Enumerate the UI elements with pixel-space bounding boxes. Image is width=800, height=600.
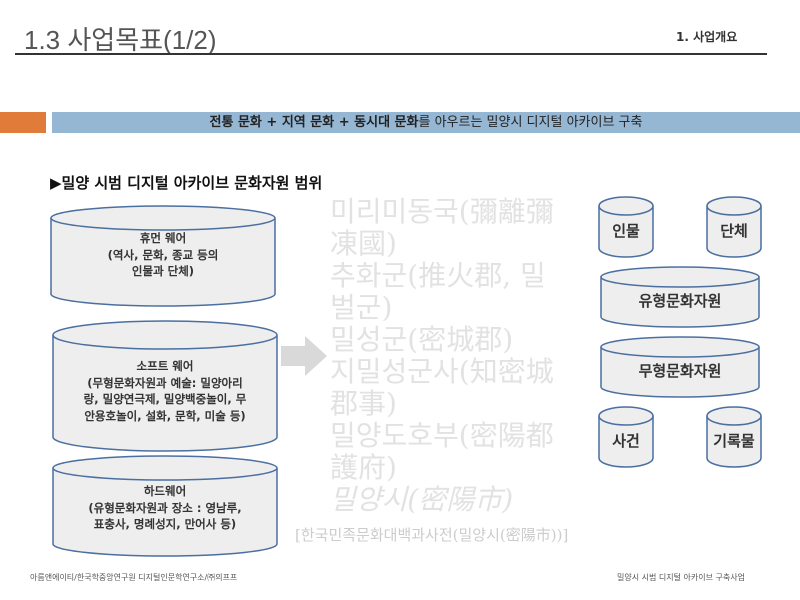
cylinder-text: 기록물 <box>713 432 755 450</box>
cylinder-text: 인물과 단체) <box>131 264 195 279</box>
category-event: 사건 <box>598 406 654 468</box>
category-person: 인물 <box>598 196 654 258</box>
arrow-right-icon <box>281 336 327 376</box>
cylinder-text: (유형문화자원과 장소 : 영남루, <box>88 500 242 515</box>
watermark-line: 밀양도호부(密陽都護府) <box>330 419 554 484</box>
cylinder-text: 소프트 웨어 <box>136 359 194 373</box>
cylinder-text: 안용호놀이, 설화, 문학, 미술 등) <box>84 409 246 424</box>
cylinder-text: 하드웨어 <box>143 484 187 498</box>
cylinder-text: (역사, 문화, 종교 등의 <box>107 247 219 262</box>
accent-block <box>0 112 46 133</box>
cylinder-text: 유형문화자원 <box>638 292 722 310</box>
cylinder-text: (무형문화자원과 예술: 밀양아리 <box>87 375 243 390</box>
footer-left: 아름앤에이티/한국학중앙연구원 디지털인문학연구소/㈜의프프 <box>30 573 238 582</box>
cylinder-hardware: 하드웨어 (유형문화자원과 장소 : 영남루, 표충사, 명례성지, 만어사 등) <box>52 455 278 557</box>
watermark-line: 추화군(推火郡, 밀벌군) <box>330 259 546 324</box>
cylinder-text: 단체 <box>720 222 748 240</box>
watermark-line: 미리미동국(彌離彌凍國) <box>330 195 554 260</box>
cylinder-text: 사건 <box>612 432 640 450</box>
footer-right: 밀양시 시범 디지털 아카이브 구축사업 <box>617 573 745 582</box>
watermark: 미리미동국(彌離彌凍國) 추화군(推火郡, 밀벌군) 밀성군(密城郡) 지밀성군… <box>330 196 566 516</box>
category-record: 기록물 <box>706 406 762 468</box>
watermark-line: 밀성군(密城郡) <box>330 323 514 356</box>
banner-rest: 를 아우르는 밀양시 디지털 아카이브 구축 <box>418 115 643 130</box>
title-divider <box>15 53 767 55</box>
cylinder-text: 표충사, 명례성지, 만어사 등) <box>93 517 237 532</box>
cylinder-text: 랑, 밀양연극제, 밀양백중놀이, 무 <box>83 392 247 407</box>
section-label: 1. 사업개요 <box>676 30 738 44</box>
watermark-line: 밀양시(密陽市) <box>330 483 514 516</box>
banner: 전통 문화 + 지역 문화 + 동시대 문화를 아우르는 밀양시 디지털 아카이… <box>52 112 800 133</box>
section-heading: ▶밀양 시범 디지털 아카이브 문화자원 범위 <box>50 174 323 192</box>
category-organization: 단체 <box>706 196 762 258</box>
citation: [한국민족문화대백과사전(밀양시(密陽市))] <box>295 526 569 544</box>
cylinder-text: 휴먼 웨어 <box>139 231 187 245</box>
banner-bold: 전통 문화 + 지역 문화 + 동시대 문화 <box>209 115 419 130</box>
cylinder-text: 인물 <box>612 222 640 240</box>
watermark-line: 지밀성군사(知密城郡事) <box>330 355 554 420</box>
cylinder-text: 무형문화자원 <box>638 362 722 380</box>
category-tangible: 유형문화자원 <box>600 266 760 328</box>
page-title: 1.3 사업목표(1/2) <box>24 25 217 55</box>
category-intangible: 무형문화자원 <box>600 336 760 398</box>
